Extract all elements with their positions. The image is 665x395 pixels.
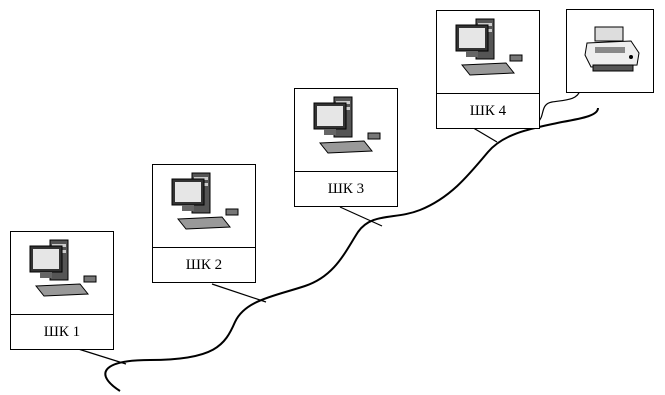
- workstation-node-2[interactable]: ШК 2: [152, 164, 256, 283]
- computer-icon: [455, 18, 523, 76]
- workstation-node-3[interactable]: ШК 3: [294, 88, 398, 207]
- workstation-label: ШК 1: [43, 323, 81, 340]
- link-pc2-bus: [211, 283, 267, 303]
- printer-node[interactable]: [566, 9, 654, 93]
- workstation-node-1[interactable]: ШК 1: [10, 231, 114, 350]
- workstation-label: ШК 3: [327, 180, 365, 197]
- workstation-label: ШК 2: [185, 256, 223, 273]
- computer-icon: [171, 172, 239, 230]
- link-pc3-bus: [339, 206, 383, 227]
- network-bus-cable: [104, 107, 599, 392]
- computer-icon: [29, 239, 97, 297]
- workstation-node-4[interactable]: ШК 4: [436, 10, 540, 129]
- printer-icon: [584, 26, 640, 72]
- computer-icon: [313, 96, 381, 154]
- link-printer-bus: [537, 89, 581, 123]
- workstation-label: ШК 4: [469, 102, 507, 119]
